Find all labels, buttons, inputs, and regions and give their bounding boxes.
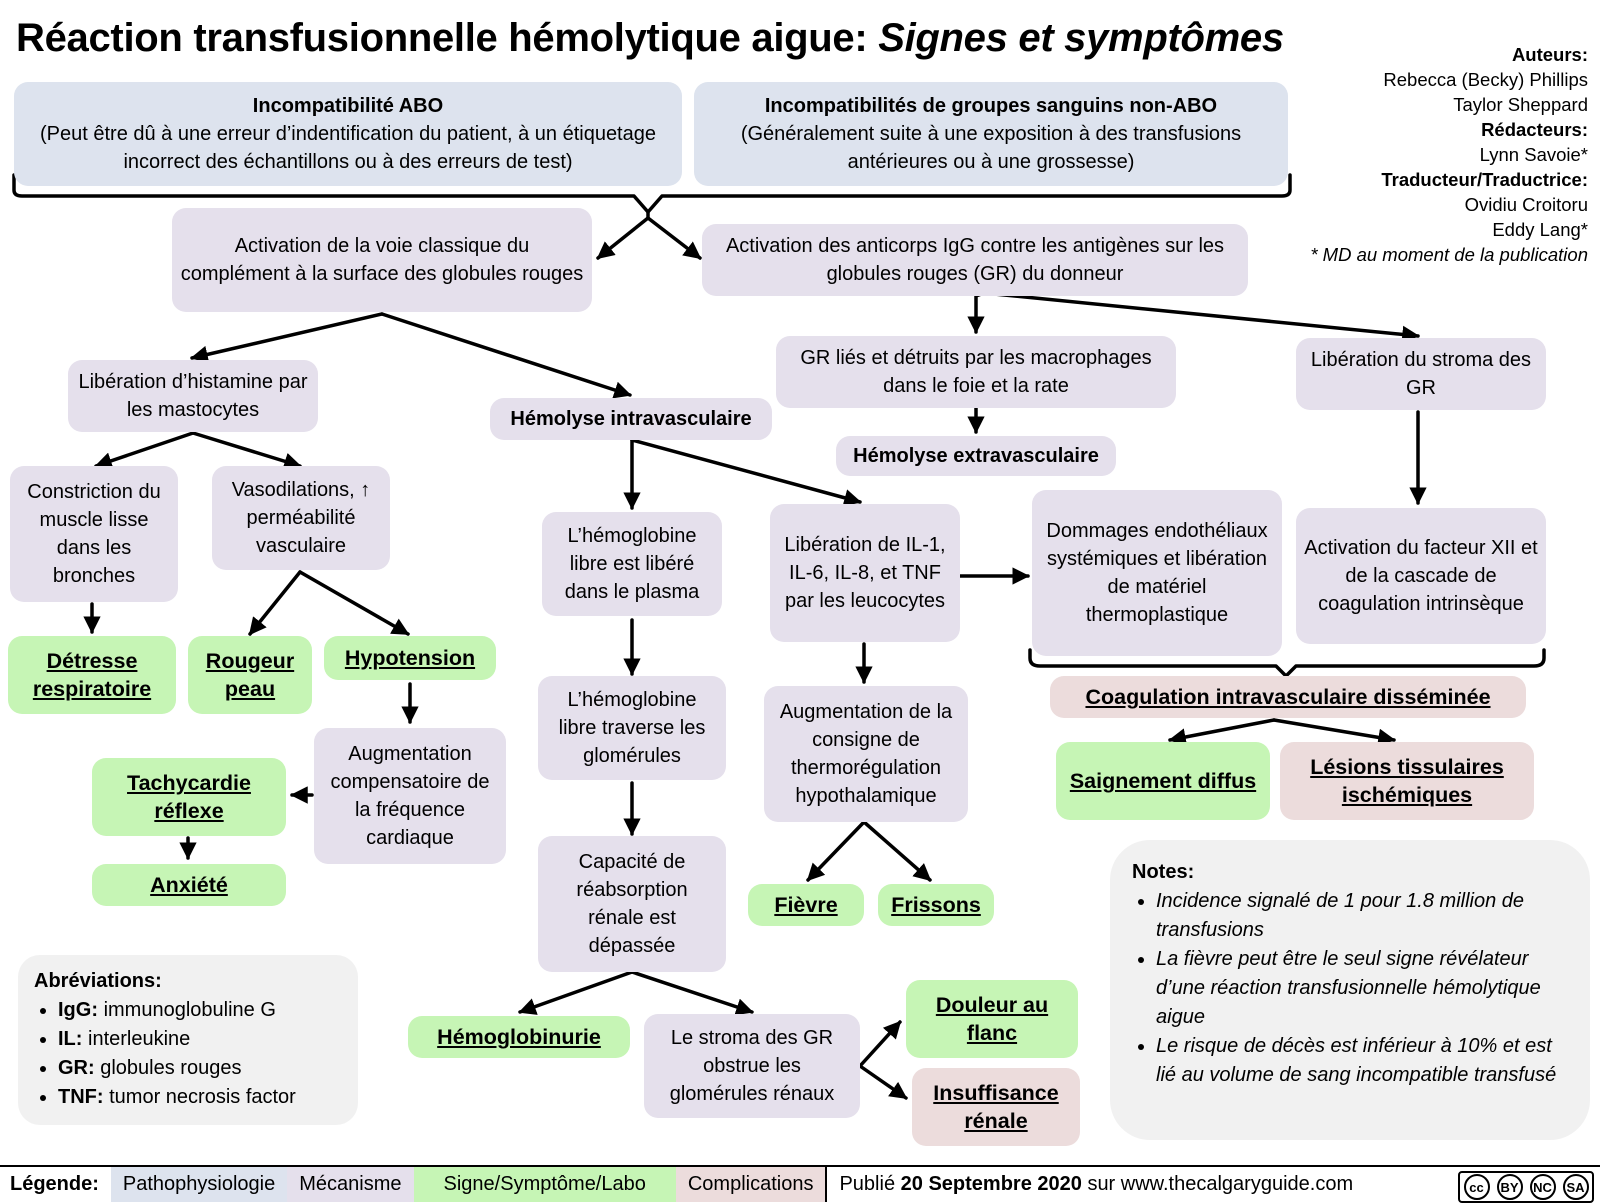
interleukin-release-box: Libération de IL-1, IL-6, IL-8, et TNF p… — [770, 504, 960, 642]
legend-complications: Complications — [675, 1167, 826, 1202]
authors-label: Auteurs: — [1511, 44, 1588, 65]
abbreviation-def: immunoglobuline G — [103, 999, 276, 1021]
abbreviation-def: globules rouges — [100, 1057, 242, 1079]
abo-incompatibility-box: Incompatibilité ABO (Peut être dû à une … — [14, 82, 682, 186]
skin-redness-sign: Rougeur peau — [188, 636, 312, 714]
credits: Auteurs: Rebecca (Becky) Phillips Taylor… — [1248, 42, 1588, 267]
sa-icon: SA — [1562, 1174, 1589, 1200]
intravascular-hemolysis-box: Hémolyse intravasculaire — [490, 398, 772, 440]
abo-text: (Peut être dû à une erreur d’indentifica… — [40, 123, 656, 173]
publication-info: Publié 20 Septembre 2020 sur www.thecalg… — [825, 1167, 1365, 1202]
endothelial-damage-box: Dommages endothéliaux systémiques et lib… — [1032, 490, 1282, 656]
editors-label: Rédacteurs: — [1481, 119, 1588, 140]
abbreviation-term: TNF: — [58, 1086, 104, 1108]
notes-heading: Notes: — [1132, 861, 1195, 883]
chills-sign: Frissons — [878, 884, 994, 926]
thermoregulation-box: Augmentation de la consigne de thermorég… — [764, 686, 968, 822]
cc-icon: cc — [1463, 1174, 1490, 1200]
abbreviation-term: IL: — [58, 1028, 83, 1050]
abbreviation-item: GR: globules rouges — [58, 1054, 342, 1083]
igg-activation-box: Activation des anticorps IgG contre les … — [702, 224, 1248, 296]
translator-2: Eddy Lang* — [1492, 219, 1588, 240]
renal-failure-complication: Insuffisance rénale — [912, 1068, 1080, 1146]
abbreviation-item: IgG: immunoglobuline G — [58, 996, 342, 1025]
abbreviation-term: GR: — [58, 1057, 95, 1079]
vasodilation-box: Vasodilations, ↑ perméabilité vasculaire — [212, 466, 390, 570]
translators-label: Traducteur/Traductrice: — [1381, 169, 1588, 190]
abbreviation-item: TNF: tumor necrosis factor — [58, 1083, 342, 1112]
nc-icon: NC — [1529, 1174, 1556, 1200]
published-site: sur www.thecalgaryguide.com — [1087, 1173, 1354, 1195]
abbreviations-heading: Abréviations: — [34, 970, 162, 992]
by-icon: BY — [1496, 1174, 1523, 1200]
translator-1: Ovidiu Croitoru — [1464, 194, 1588, 215]
abbreviation-term: IgG: — [58, 999, 98, 1021]
arrow-to-igg — [646, 216, 702, 260]
page-title: Réaction transfusionnelle hémolytique ai… — [16, 16, 1284, 61]
dic-complication: Coagulation intravasculaire disséminée — [1050, 676, 1526, 718]
reflex-tachycardia-sign: Tachycardie réflexe — [92, 758, 286, 836]
glomeruli-box: L’hémoglobine libre traverse les gloméru… — [538, 676, 726, 780]
diffuse-bleeding-sign: Saignement diffus — [1056, 742, 1270, 820]
notes-panel: Notes: Incidence signalé de 1 pour 1.8 m… — [1110, 840, 1590, 1140]
compensatory-heart-rate-box: Augmentation compensatoire de la fréquen… — [314, 728, 506, 864]
legend-label: Légende: — [10, 1173, 99, 1195]
hemoglobinuria-sign: Hémoglobinurie — [408, 1016, 630, 1058]
abbreviation-def: tumor necrosis factor — [109, 1086, 296, 1108]
title-italic: Signes et symptômes — [878, 16, 1284, 60]
published-date: 20 Septembre 2020 — [900, 1173, 1082, 1195]
legend-bar: Légende: Pathophysiologie Mécanisme Sign… — [0, 1165, 1600, 1202]
histamine-release-box: Libération d’histamine par les mastocyte… — [68, 360, 318, 432]
note-item: La fièvre peut être le seul signe révéla… — [1156, 945, 1570, 1032]
stroma-obstruction-box: Le stroma des GR obstrue les glomérules … — [644, 1014, 860, 1118]
respiratory-distress-sign: Détresse respiratoire — [8, 636, 176, 714]
abbreviation-item: IL: interleukine — [58, 1025, 342, 1054]
editor-1: Lynn Savoie* — [1479, 144, 1588, 165]
author-2: Taylor Sheppard — [1453, 94, 1588, 115]
free-hemoglobin-box: L’hémoglobine libre est libéré dans le p… — [542, 512, 722, 616]
author-1: Rebecca (Becky) Phillips — [1383, 69, 1588, 90]
published-prefix: Publié — [839, 1173, 896, 1195]
bronchial-constriction-box: Constriction du muscle lisse dans les br… — [10, 466, 178, 602]
abbreviation-def: interleukine — [88, 1028, 191, 1050]
legend-mechanism: Mécanisme — [287, 1167, 414, 1202]
hypotension-sign: Hypotension — [324, 636, 496, 680]
legend-pathophysiology: Pathophysiologie — [110, 1167, 288, 1202]
abbreviations-panel: Abréviations: IgG: immunoglobuline G IL:… — [18, 955, 358, 1125]
non-abo-title: Incompatibilités de groupes sanguins non… — [764, 95, 1218, 117]
abo-title: Incompatibilité ABO — [252, 95, 444, 117]
macrophages-box: GR liés et détruits par les macrophages … — [776, 336, 1176, 408]
title-main: Réaction transfusionnelle hémolytique ai… — [16, 16, 868, 60]
note-item: Incidence signalé de 1 pour 1.8 million … — [1156, 887, 1570, 945]
flank-pain-sign: Douleur au flanc — [906, 980, 1078, 1058]
non-abo-incompatibility-box: Incompatibilités de groupes sanguins non… — [694, 82, 1288, 186]
note-item: Le risque de décès est inférieur à 10% e… — [1156, 1032, 1570, 1090]
credits-note: * MD au moment de la publication — [1310, 244, 1588, 265]
extravascular-hemolysis-box: Hémolyse extravasculaire — [836, 436, 1116, 476]
fever-sign: Fièvre — [748, 884, 864, 926]
complement-activation-box: Activation de la voie classique du compl… — [172, 208, 592, 312]
ischemic-lesions-complication: Lésions tissulaires ischémiques — [1280, 742, 1534, 820]
creative-commons-license-icon: cc BY NC SA — [1458, 1171, 1594, 1203]
legend-sign-symptom: Signe/Symptôme/Labo — [413, 1167, 676, 1202]
anxiety-sign: Anxiété — [92, 864, 286, 906]
renal-capacity-box: Capacité de réabsorption rénale est dépa… — [538, 836, 726, 972]
non-abo-text: (Généralement suite à une exposition à d… — [740, 123, 1242, 173]
factor-xii-box: Activation du facteur XII et de la casca… — [1296, 508, 1546, 644]
arrow-to-complement — [596, 216, 650, 260]
stroma-release-box: Libération du stroma des GR — [1296, 338, 1546, 410]
